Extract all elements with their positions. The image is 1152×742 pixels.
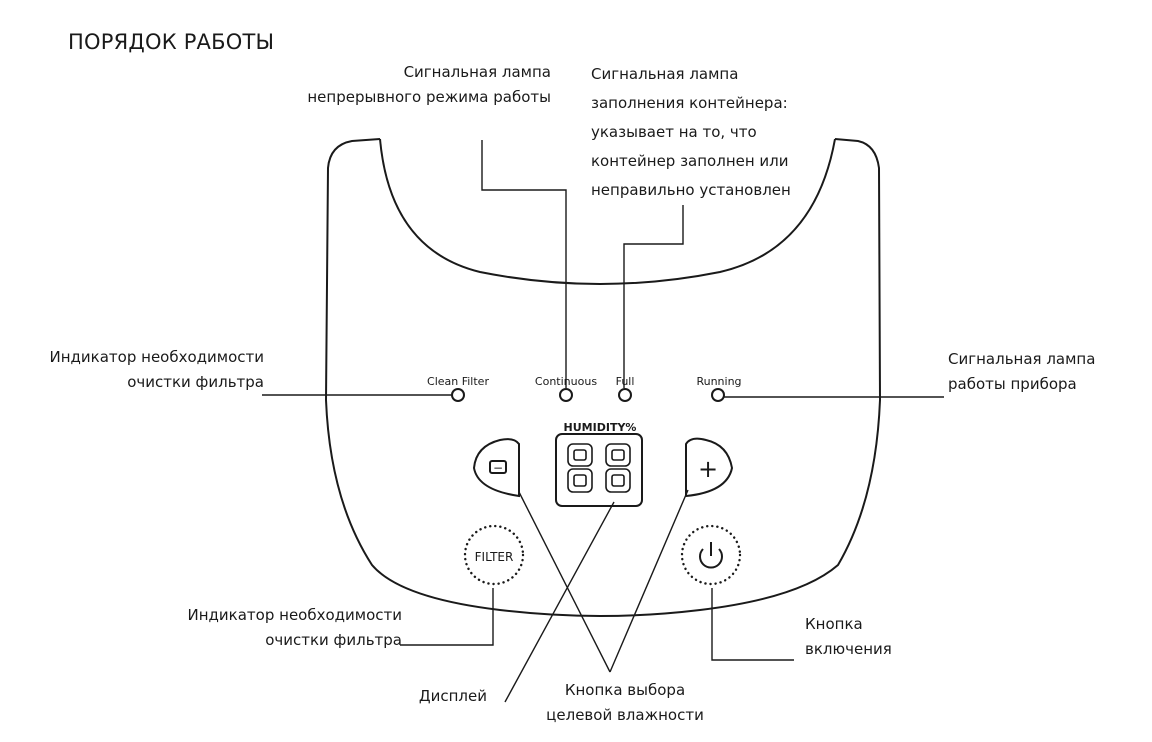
full-lamp <box>618 388 632 402</box>
full-lamp-label: Full <box>616 375 635 388</box>
filter-button[interactable] <box>463 524 525 586</box>
clean-filter-lamp-label: Clean Filter <box>427 375 489 388</box>
plus-icon: + <box>698 455 718 483</box>
page-title: ПОРЯДОК РАБОТЫ <box>68 30 275 54</box>
humidity-plus-button[interactable] <box>685 437 734 498</box>
continuous-lamp <box>559 388 573 402</box>
water-tank-outline <box>379 138 836 285</box>
device-body-outline <box>324 138 882 617</box>
humidity-display <box>555 433 643 507</box>
running-lamp <box>711 388 725 402</box>
full-lamp-callout: Сигнальная лампа заполнения контейнера: … <box>591 65 791 199</box>
running-lamp-callout: Сигнальная лампа работы прибора <box>948 350 1096 393</box>
filter-button-label: FILTER <box>475 550 514 564</box>
display-digits <box>567 443 631 493</box>
humidity-minus-button[interactable] <box>472 438 520 498</box>
power-button-callout: Кнопка включения <box>805 615 892 658</box>
humidity-caption: HUMIDITY% <box>564 421 637 434</box>
clean-filter-lamp <box>451 388 465 402</box>
minus-icon <box>489 460 507 474</box>
power-button[interactable] <box>680 524 742 586</box>
power-icon <box>699 542 723 569</box>
clean-filter-callout: Индикатор необходимости очистки фильтра <box>49 348 264 391</box>
filter-button-callout: Индикатор необходимости очистки фильтра <box>187 606 402 649</box>
continuous-lamp-callout: Сигнальная лампа непрерывного режима раб… <box>307 63 551 106</box>
humidity-buttons-callout: Кнопка выбора целевой влажности <box>546 681 704 724</box>
running-lamp-label: Running <box>696 375 741 388</box>
display-callout: Дисплей <box>418 687 487 705</box>
leader-lines <box>262 140 944 703</box>
minus-symbol: − <box>493 461 503 475</box>
